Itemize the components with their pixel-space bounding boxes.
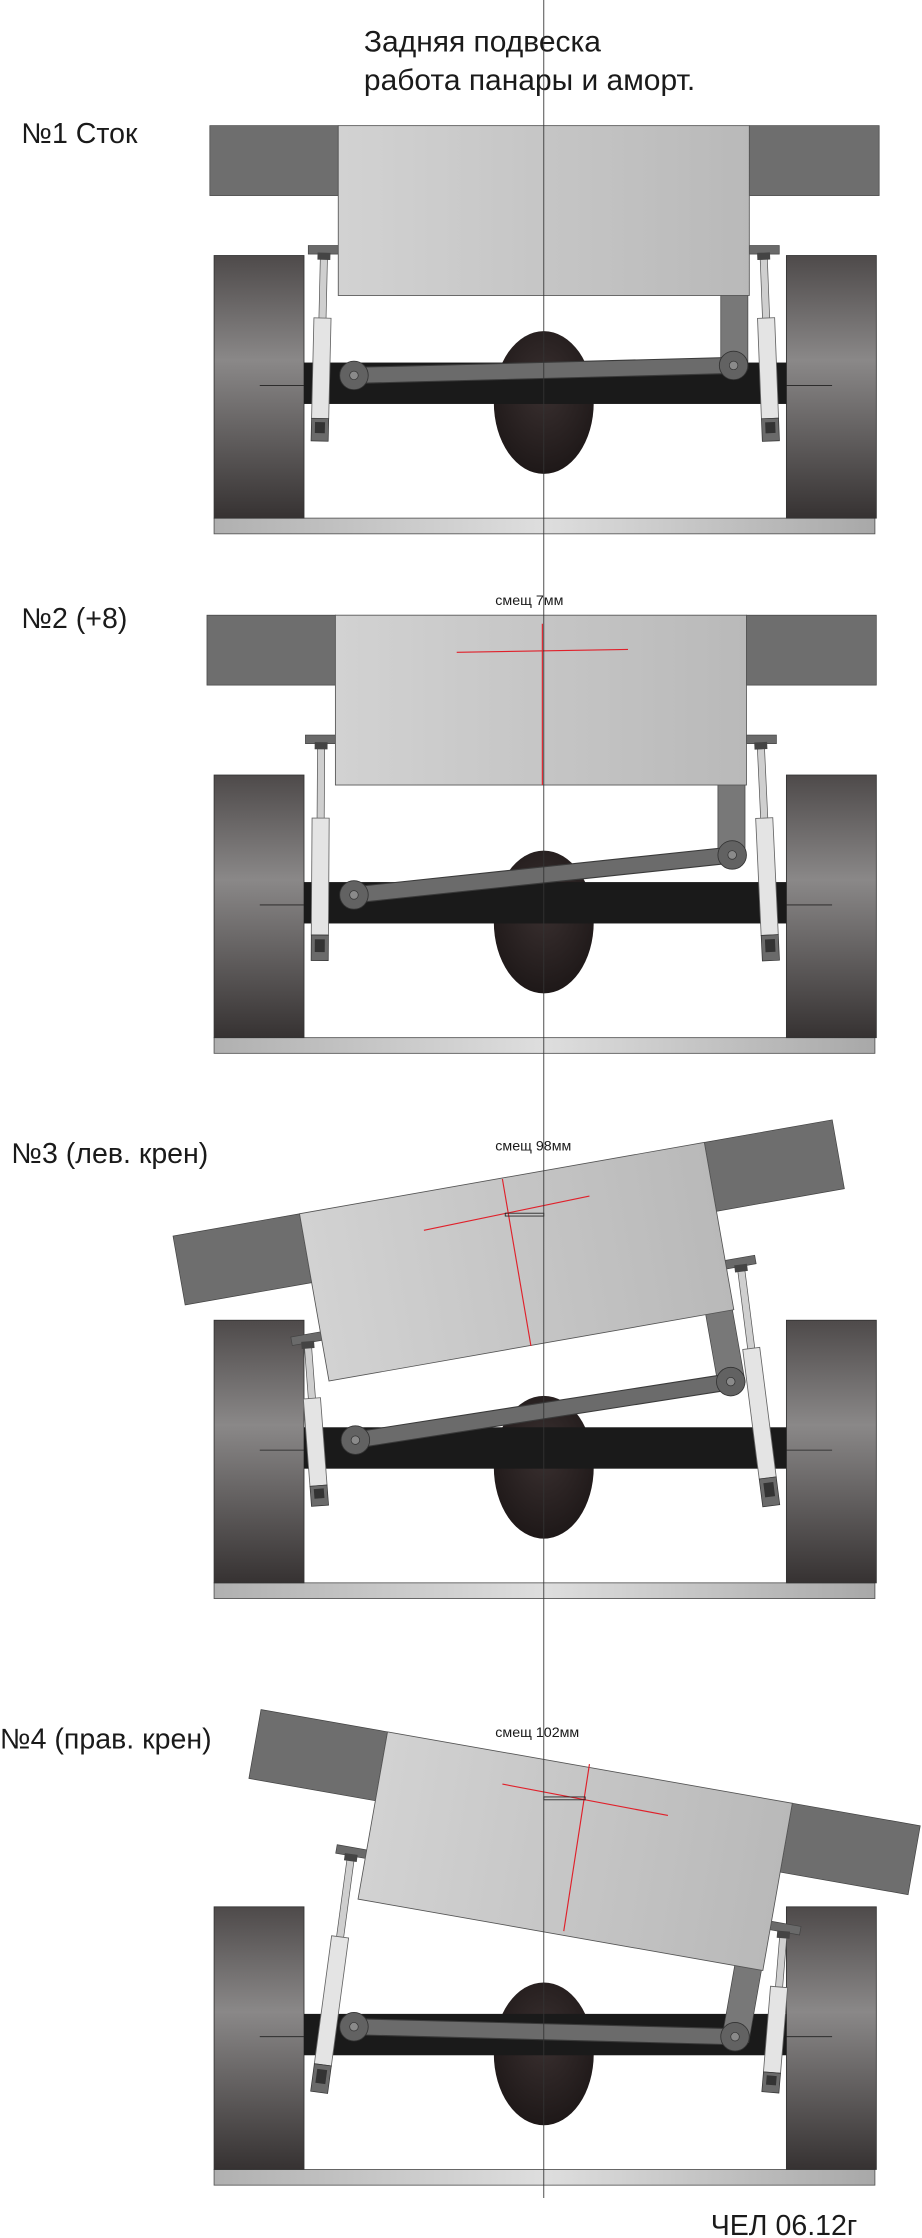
shock-body [763,1985,789,2074]
diagram-title-line1: Задняя подвеска [364,25,601,58]
panhard-rod [339,2012,750,2052]
left-shock-absorber [301,1340,329,1507]
shock-absorbers [310,741,780,962]
shock-rod [318,253,328,324]
shock-rod [303,1342,317,1404]
shock-body [311,317,332,420]
shock-bushing [765,421,776,434]
shock-body [302,1397,328,1487]
panel-4-offset-note: смещ 102мм [495,1725,579,1741]
shock-bushing [314,939,325,953]
panel-3-offset-note: смещ 98мм [495,1138,571,1154]
shock-absorbers [310,1853,791,2094]
left-shock-absorber [310,1853,358,2094]
shock-rod [736,1265,757,1357]
shock-rod [335,1854,356,1945]
shock-absorbers [310,252,780,442]
shock-rod [316,743,326,825]
shock-upper-mount [757,252,771,261]
pivot-bolt-icon [349,370,359,381]
shock-upper-mount [343,1853,358,1862]
shock-upper-mount [314,742,328,750]
panhard-rod-bar [354,1374,732,1448]
right-shock-absorber [754,741,780,962]
panhard-rod [340,1366,746,1455]
panhard-rod-bar [353,2019,736,2045]
shock-upper-mount [776,1930,791,1939]
panhard-rod [339,840,747,910]
panhard-rod-bar [353,847,733,903]
shock-bushing [765,2075,777,2086]
left-shock-absorber [310,252,332,442]
author-signature: ЧЕЛ 06.12г [711,2210,858,2238]
panel-3-left-roll: №3 (лев. крен) смещ 98мм [11,1119,878,1600]
panel-1-label: №1 Сток [21,118,138,150]
right-shock-absorber [761,1930,791,2094]
panel-2-offset-note: смещ 7мм [495,593,563,609]
pivot-bolt-icon [349,2022,359,2032]
shock-upper-mount [734,1263,748,1273]
shock-bushing [313,1488,325,1499]
shock-rod [759,253,771,325]
vehicle-body [206,614,877,859]
panel-2-plus8: №2 (+8) смещ 7мм [21,593,878,1055]
left-shock-absorber [310,742,330,961]
panel-1-stock: №1 Сток [21,118,880,535]
pivot-bolt-icon [726,1376,736,1387]
pivot-bolt-icon [350,1435,361,1445]
shock-bushing [315,2068,328,2085]
panel-2-label: №2 (+8) [21,603,127,635]
right-shock-absorber [757,252,780,442]
diagram-title-line2: работа панары и аморт. [364,64,695,97]
panel-4-right-roll: №4 (прав. крен) смещ 102мм [0,1709,921,2186]
shock-body [310,817,330,936]
shock-absorbers [301,1263,781,1508]
pivot-bolt-icon [728,360,739,371]
shock-bushing [764,939,776,953]
body-center-mark-v [563,1764,591,1932]
shock-rod [774,1931,788,1993]
pivot-bolt-icon [730,2032,740,2042]
shock-upper-mount [317,252,331,260]
shock-upper-mount [754,741,768,750]
right-shock-absorber [734,1263,781,1508]
shock-bushing [763,1482,776,1498]
shock-body [757,317,779,420]
shock-rod [756,743,769,825]
pivot-bolt-icon [727,850,737,860]
panel-3-label: №3 (лев. крен) [11,1138,208,1170]
shock-bushing [314,422,326,434]
body-center-mark-v [501,1178,532,1347]
panel-4-label: №4 (прав. крен) [0,1723,212,1755]
shock-upper-mount [301,1340,315,1349]
pivot-bolt-icon [349,890,359,900]
